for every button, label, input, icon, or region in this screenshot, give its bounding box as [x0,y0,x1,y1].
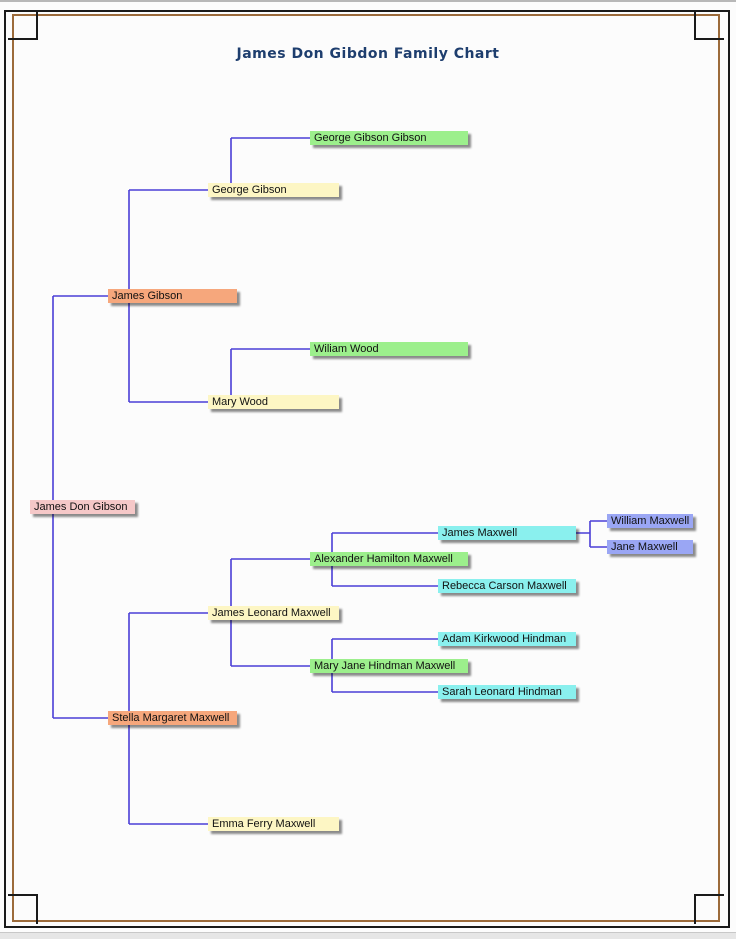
person-node[interactable]: Sarah Leonard Hindman [438,685,576,699]
connector-george-gibson [230,137,310,190]
person-node[interactable]: James Maxwell [438,526,576,540]
connector-mary-wood [230,348,310,402]
person-node[interactable]: James Leonard Maxwell [208,606,339,620]
person-node[interactable]: William Maxwell [607,514,693,528]
person-node[interactable]: Wiliam Wood [310,342,468,356]
person-node[interactable]: James Don Gibson [30,500,135,514]
person-node[interactable]: George Gibson [208,183,339,197]
person-node[interactable]: Mary Jane Hindman Maxwell [310,659,468,673]
inner-border [12,14,720,922]
corner-ornament-top-left [8,10,38,40]
corner-ornament-bottom-right [694,894,724,924]
chart-title: James Don Gibdon Family Chart [236,46,500,62]
person-node[interactable]: Jane Maxwell [607,540,693,554]
person-node[interactable]: Stella Margaret Maxwell [108,711,237,725]
person-node[interactable]: Adam Kirkwood Hindman [438,632,576,646]
page-bottom-edge [0,932,736,939]
person-node[interactable]: George Gibson Gibson [310,131,468,145]
connector-james-maxwell [576,520,607,548]
person-node[interactable]: Mary Wood [208,395,339,409]
corner-ornament-bottom-left [8,894,38,924]
person-node[interactable]: Rebecca Carson Maxwell [438,579,576,593]
corner-ornament-top-right [694,10,724,40]
person-node[interactable]: James Gibson [108,289,237,303]
person-node[interactable]: Alexander Hamilton Maxwell [310,552,468,566]
outer-border [4,10,730,928]
person-node[interactable]: Emma Ferry Maxwell [208,817,339,831]
